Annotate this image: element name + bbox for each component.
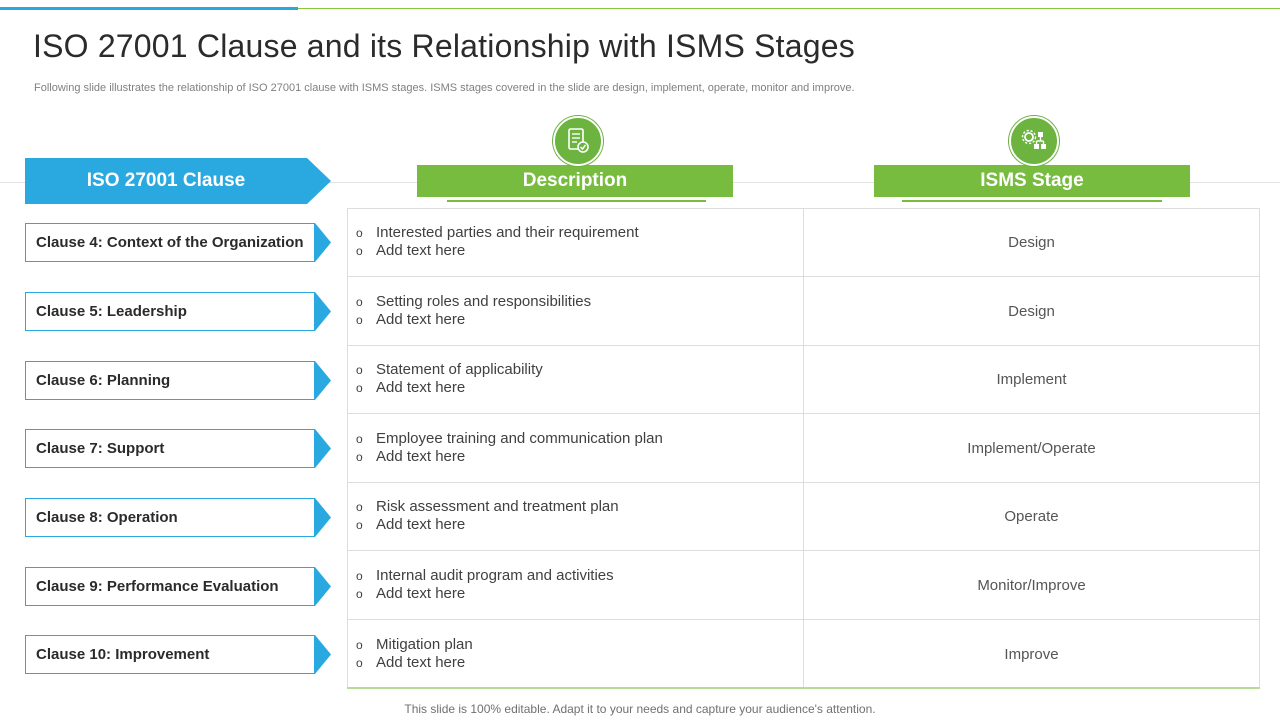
description-text: Add text here: [376, 242, 466, 259]
clause-row-7: Clause 7: Support: [25, 429, 331, 468]
description-text: Add text here: [376, 448, 466, 465]
description-text: Mitigation plan: [376, 636, 473, 653]
clause-label: Clause 6: Planning: [36, 372, 171, 389]
stage-cell: Improve: [1004, 645, 1059, 663]
clause-label: Clause 5: Leadership: [36, 303, 187, 320]
stage-cell: Design: [1008, 233, 1055, 251]
description-cell: o Internal audit program and activities o…: [356, 551, 796, 619]
description-header-underline: [447, 200, 706, 202]
table-row-divider: [347, 276, 1260, 277]
bullet-icon: o: [356, 656, 363, 670]
clause-label: Clause 10: Improvement: [36, 646, 210, 663]
description-text: Internal audit program and activities: [376, 567, 614, 584]
bullet-icon: o: [356, 500, 363, 514]
stage-cell: Monitor/Improve: [977, 576, 1086, 594]
description-text: Add text here: [376, 654, 466, 671]
clause-row-8: Clause 8: Operation: [25, 498, 331, 537]
clause-arrow: [315, 223, 331, 262]
clause-arrow: [315, 498, 331, 537]
description-text: Add text here: [376, 311, 466, 328]
slide-subtitle: Following slide illustrates the relation…: [34, 82, 855, 94]
bullet-icon: o: [356, 295, 363, 309]
bullet-icon: o: [356, 381, 363, 395]
table-row-divider: [347, 413, 1260, 414]
description-text: Add text here: [376, 379, 466, 396]
bullet-icon: o: [356, 638, 363, 652]
bullet-icon: o: [356, 432, 363, 446]
description-text: Employee training and communication plan: [376, 430, 663, 447]
description-text: Risk assessment and treatment plan: [376, 498, 619, 515]
description-cell: o Employee training and communication pla…: [356, 414, 796, 482]
bullet-icon: o: [356, 450, 363, 464]
clause-label: Clause 7: Support: [36, 440, 165, 457]
isms-stage-column-header: ISMS Stage: [874, 165, 1190, 197]
document-checklist-icon: [553, 116, 603, 166]
description-cell: o Interested parties and their requiremen…: [356, 208, 796, 276]
clause-arrow: [315, 292, 331, 331]
bullet-icon: o: [356, 313, 363, 327]
clause-row-6: Clause 6: Planning: [25, 361, 331, 400]
clause-label: Clause 4: Context of the Organization: [36, 234, 304, 251]
clause-arrow: [315, 635, 331, 674]
stage-cell: Implement/Operate: [967, 439, 1096, 457]
isms-stage-column-header-label: ISMS Stage: [980, 170, 1084, 191]
table-row-divider: [347, 550, 1260, 551]
description-text: Setting roles and responsibilities: [376, 293, 592, 310]
clause-row-10: Clause 10: Improvement: [25, 635, 331, 674]
footer-note: This slide is 100% editable. Adapt it to…: [404, 702, 876, 716]
table-row-divider: [347, 619, 1260, 620]
clause-row-4: Clause 4: Context of the Organization: [25, 223, 331, 262]
bullet-icon: o: [356, 518, 363, 532]
clause-arrow: [315, 429, 331, 468]
clause-label: Clause 8: Operation: [36, 509, 178, 526]
bullet-icon: o: [356, 244, 363, 258]
stage-cell: Design: [1008, 302, 1055, 320]
clause-row-5: Clause 5: Leadership: [25, 292, 331, 331]
clause-column-header-label: ISO 27001 Clause: [86, 170, 246, 191]
description-text: Interested parties and their requirement: [376, 224, 639, 241]
table-column-divider: [803, 208, 804, 688]
description-text: Add text here: [376, 585, 466, 602]
description-text: Statement of applicability: [376, 361, 543, 378]
clause-label: Clause 9: Performance Evaluation: [36, 578, 279, 595]
description-text: Add text here: [376, 516, 466, 533]
bullet-icon: o: [356, 226, 363, 240]
stage-cell: Operate: [1004, 507, 1059, 525]
description-column-header-label: Description: [522, 170, 628, 191]
top-accent-bar-blue: [0, 7, 298, 10]
bullet-icon: o: [356, 569, 363, 583]
clause-row-9: Clause 9: Performance Evaluation: [25, 567, 331, 606]
stage-cell: Implement: [996, 370, 1067, 388]
top-accent-bar-green: [298, 8, 1280, 9]
table-row-divider: [347, 482, 1260, 483]
isms-stage-header-underline: [902, 200, 1162, 202]
slide-title: ISO 27001 Clause and its Relationship wi…: [33, 28, 855, 64]
clause-arrow: [315, 361, 331, 400]
description-column-header: Description: [417, 165, 733, 197]
clause-arrow: [315, 567, 331, 606]
bullet-icon: o: [356, 587, 363, 601]
process-gears-icon: [1009, 116, 1059, 166]
table-row-divider: [347, 345, 1260, 346]
clause-column-header: ISO 27001 Clause: [25, 158, 331, 204]
table-bottom-accent: [347, 687, 1260, 689]
bullet-icon: o: [356, 363, 363, 377]
